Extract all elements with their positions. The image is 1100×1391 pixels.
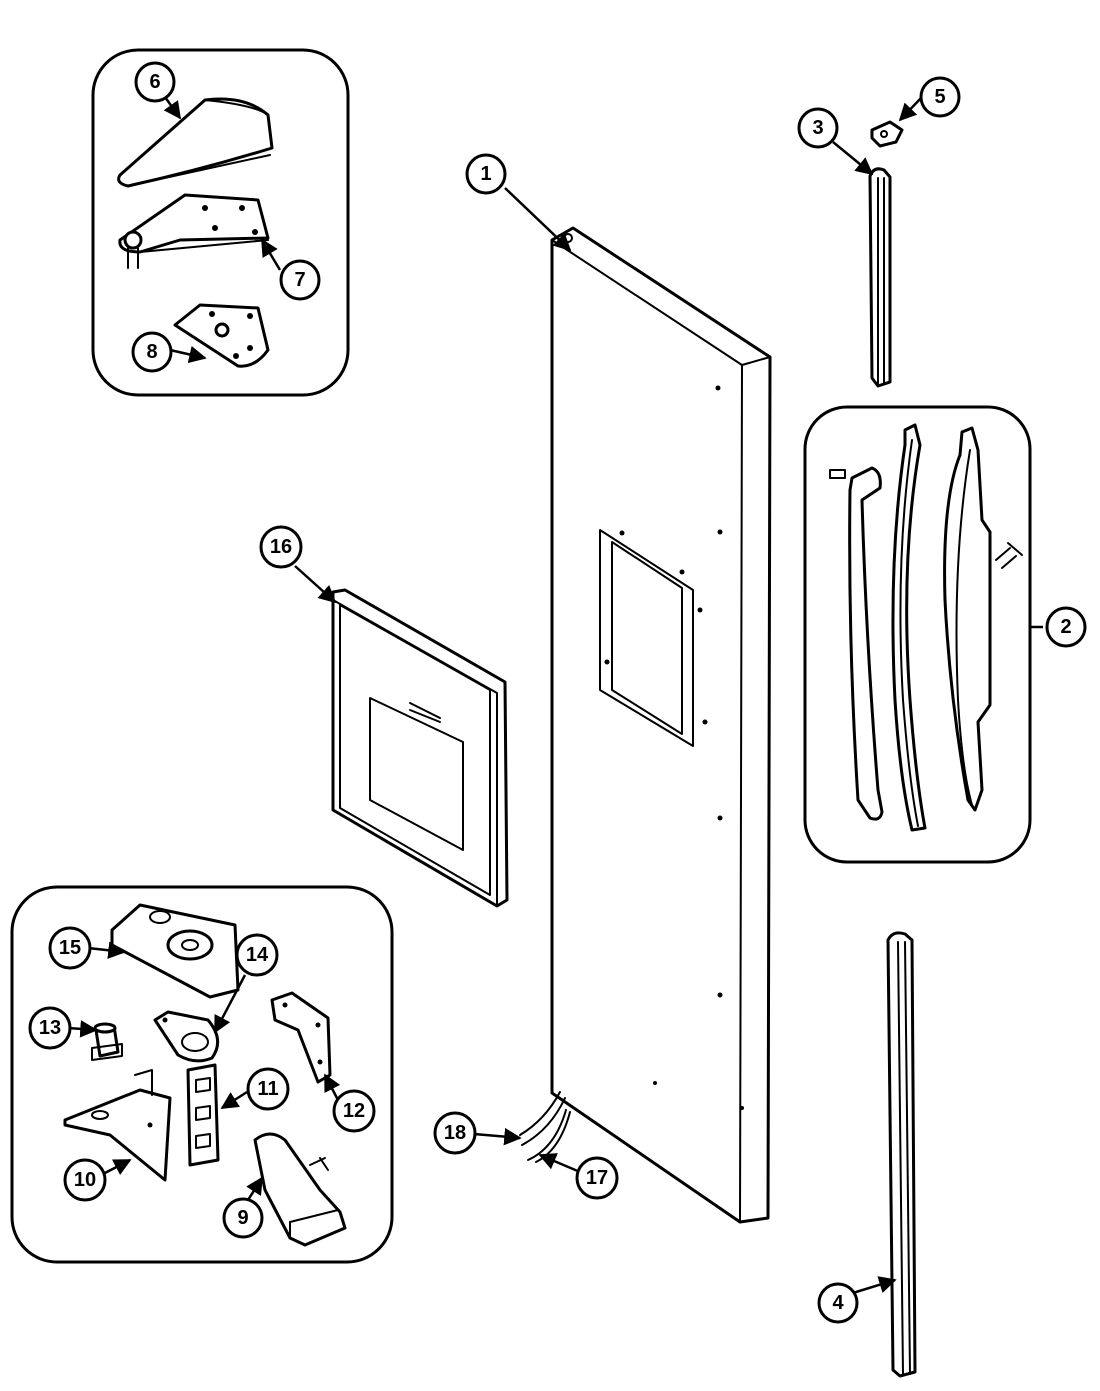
part-16-dispenser-trim: [331, 588, 509, 908]
part-4-trim-strip: [886, 931, 917, 1378]
svg-text:6: 6: [149, 71, 160, 93]
svg-text:8: 8: [146, 341, 157, 363]
svg-text:3: 3: [812, 117, 823, 139]
part-2-handle-set: [829, 423, 1023, 832]
svg-text:9: 9: [237, 1207, 248, 1229]
callout-12: 12: [332, 1089, 376, 1133]
svg-text:11: 11: [257, 1078, 278, 1100]
part-15-hinge-bracket: [110, 903, 240, 999]
svg-text:7: 7: [294, 269, 305, 291]
part-1-door-panel: [519, 226, 772, 1224]
callout-8: 8: [131, 331, 173, 373]
svg-text:4: 4: [832, 1292, 844, 1314]
part-7-hinge-plate: [118, 193, 270, 269]
callout-15: 15: [48, 926, 92, 970]
svg-text:12: 12: [343, 1100, 365, 1122]
callout-5: 5: [919, 76, 961, 118]
svg-text:1: 1: [480, 163, 491, 185]
part-5-clip: [870, 120, 904, 148]
callout-3: 3: [797, 107, 839, 149]
inset-box-handle: [803, 405, 1032, 864]
callout-16: 16: [259, 525, 303, 569]
part-8-hinge-plate: [173, 303, 270, 368]
callout-9: 9: [222, 1197, 264, 1239]
callout-6: 6: [134, 61, 176, 103]
callout-18: 18: [433, 1111, 477, 1155]
callout-13: 13: [28, 1006, 72, 1050]
callout-1: 1: [465, 153, 507, 195]
svg-text:15: 15: [59, 937, 81, 959]
part-13-bushing: [91, 1022, 123, 1061]
callout-11: 11: [246, 1067, 290, 1111]
part-9-hinge-bracket: [253, 1132, 347, 1247]
svg-text:2: 2: [1060, 616, 1071, 638]
svg-text:17: 17: [586, 1167, 608, 1189]
callout-14: 14: [235, 933, 279, 977]
part-10-hinge-bracket: [63, 1069, 172, 1182]
svg-text:14: 14: [246, 944, 269, 966]
part-12-bracket: [270, 991, 332, 1084]
callout-17: 17: [575, 1156, 619, 1200]
callout-2: 2: [1045, 606, 1087, 648]
part-3-trim-strip: [868, 167, 892, 388]
svg-text:13: 13: [39, 1017, 61, 1039]
callout-10: 10: [63, 1158, 107, 1202]
part-6-hinge-cover: [117, 97, 274, 188]
callout-7: 7: [279, 259, 321, 301]
part-11-spacer: [186, 1063, 220, 1167]
svg-text:18: 18: [444, 1122, 466, 1144]
callout-4: 4: [817, 1282, 859, 1324]
inset-box-hinge-top: [91, 48, 350, 397]
part-14-hinge-plate: [153, 1010, 220, 1063]
inset-box-hinge-bottom: [10, 885, 394, 1264]
svg-text:16: 16: [270, 536, 292, 558]
svg-text:10: 10: [74, 1169, 96, 1191]
svg-text:5: 5: [934, 86, 945, 108]
